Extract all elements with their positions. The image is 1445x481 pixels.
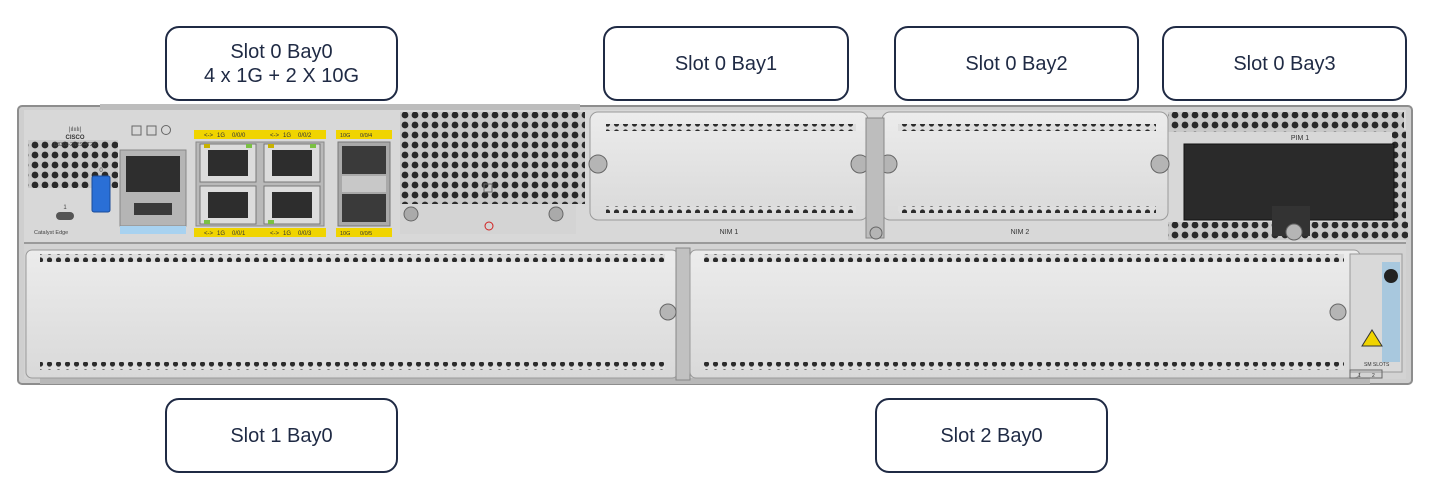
port-0-0-3-label: 0/0/3 [298,231,312,237]
rj45-port-0-0-0 [199,143,257,183]
console-rj45-port [126,156,180,192]
usb-a-port [91,175,111,213]
sm2-blank-plate [689,249,1361,379]
callout-slot0-bay1-text: Slot 0 Bay1 [674,52,778,75]
sm1-blank-plate [25,249,679,379]
sm-slot-2 [689,249,1361,379]
callout-slot0-bay3: Slot 0 Bay3 [1162,26,1407,101]
callout-slot0-bay2: Slot 0 Bay2 [894,26,1139,101]
callout-slot0-bay1: Slot 0 Bay1 [603,26,849,101]
sm-screw-right [1329,303,1347,321]
nim1-label: NIM 1 [720,229,739,236]
usb-port-number: 0 [99,168,103,174]
rj45-port-0-0-2 [263,143,321,183]
svg-text:<->: <-> [204,231,214,237]
port-0-0-0-label: 0/0/0 [232,133,246,139]
svg-text:1G: 1G [217,231,225,237]
sm-slots-label: SM SLOTS [1364,362,1390,368]
pim1-label: PIM 1 [1291,135,1309,142]
brand-label: CISCO [65,135,84,141]
callout-slot0-bay2-text: Slot 0 Bay2 [965,52,1068,75]
callout-slot0-bay3-text: Slot 0 Bay3 [1233,52,1336,75]
warning-icon [1361,329,1383,347]
cisco-logo-bars: |ılıılı| [69,127,82,133]
nim2-slot: NIM 2 [878,111,1170,236]
power-icon [484,221,494,231]
sfp-port-0-0-5 [342,194,386,222]
usbc-port-number: 1 [63,205,67,211]
nim2-screw-right [1150,154,1170,174]
micro-usb-port [134,203,172,215]
callout-slot0-bay0: Slot 0 Bay0 4 x 1G + 2 X 10G [165,26,398,101]
svg-text:10G: 10G [340,231,350,237]
svg-text:1: 1 [1358,373,1361,379]
sfp-port-0-0-4 [342,146,386,174]
port-0-0-1-label: 0/0/1 [232,231,246,237]
callout-slot1-bay0-text: Slot 1 Bay0 [230,424,333,447]
nim1-slot: NIM 1 [588,111,870,236]
callout-slot2-bay0-text: Slot 2 Bay0 [940,424,1043,447]
callout-slot1-bay0: Slot 1 Bay0 [165,398,398,473]
port-0-0-2-label: 0/0/2 [298,133,312,139]
callout-slot0-bay0-line1: Slot 0 Bay0 [230,40,333,63]
svg-text:10G: 10G [340,133,350,139]
svg-text:1G: 1G [283,133,291,139]
rj45-port-0-0-1 [199,185,257,225]
fan-tray-handle [1382,262,1400,362]
sm-screw-left [659,303,677,321]
rj45-port-0-0-3 [263,185,321,225]
pim1-slot: PIM 1 [1183,135,1395,241]
svg-text:1G: 1G [217,133,225,139]
svg-text:<->: <-> [270,231,280,237]
port-0-0-5-label: 0/0/5 [360,231,372,237]
nim2-label: NIM 2 [1011,229,1030,236]
svg-text:<->: <-> [270,133,280,139]
svg-text:<->: <-> [204,133,214,139]
catalyst-label: Catalyst Edge [34,230,68,236]
right-top-vent [1168,112,1404,132]
usb-c-port [56,212,74,220]
callout-slot0-bay0-line2: 4 x 1G + 2 X 10G [203,64,360,87]
model-label: C8300-2N2S-4T2X [54,142,97,148]
svg-text:2: 2 [1372,373,1375,379]
nim1-screw-left [588,154,608,174]
svg-text:1G: 1G [283,231,291,237]
sm-slot-1 [25,249,679,379]
port-label-strip-bottom [194,228,326,237]
port-label-strip-top [194,130,326,139]
port-0-0-4-label: 0/0/4 [360,133,372,139]
callout-slot2-bay0: Slot 2 Bay0 [875,398,1108,473]
